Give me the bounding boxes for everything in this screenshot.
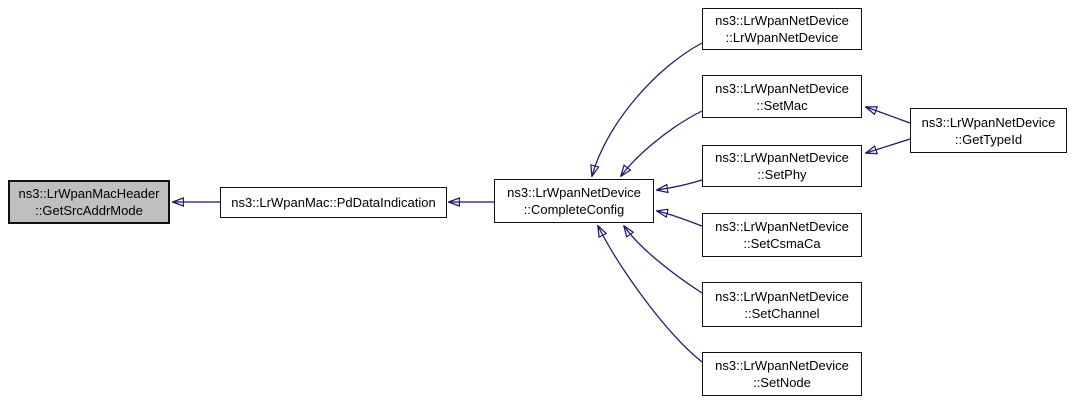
- node-label-line: ::SetMac: [756, 97, 808, 113]
- node-label-line: ::SetCsmaCa: [743, 236, 821, 251]
- node-label-line: ns3::LrWpanNetDevice: [507, 185, 641, 200]
- node-label-line: ::GetSrcAddrMode: [35, 203, 143, 218]
- node-setchannel[interactable]: ns3::LrWpanNetDevice ::SetChannel: [702, 282, 862, 327]
- node-gettypeid[interactable]: ns3::LrWpanNetDevice ::GetTypeId: [910, 108, 1067, 153]
- node-setphy[interactable]: ns3::LrWpanNetDevice ::SetPhy: [702, 145, 862, 187]
- node-label-line: ns3::LrWpanNetDevice: [715, 80, 849, 96]
- node-label-line: ::LrWpanNetDevice: [725, 30, 839, 45]
- edge-setchannel-to-completeconfig: [624, 226, 703, 294]
- node-label-line: ::CompleteConfig: [523, 202, 625, 217]
- node-setcsmaca[interactable]: ns3::LrWpanNetDevice ::SetCsmaCa: [702, 213, 862, 257]
- node-setmac[interactable]: ns3::LrWpanNetDevice ::SetMac: [702, 75, 862, 118]
- node-completeconfig[interactable]: ns3::LrWpanNetDevice ::CompleteConfig: [494, 179, 654, 223]
- edge-lrwpannetdevice-ctor-to-completeconfig: [592, 42, 703, 176]
- node-pddataindication[interactable]: ns3::LrWpanMac::PdDataIndication: [220, 187, 447, 218]
- edge-setphy-to-completeconfig: [657, 179, 703, 190]
- node-label-line: ns3::LrWpanNetDevice: [715, 13, 849, 28]
- node-label-line: ns3::LrWpanNetDevice: [715, 150, 849, 165]
- edge-gettypeid-to-setphy: [866, 138, 911, 153]
- node-lrwpannetdevice-constructor[interactable]: ns3::LrWpanNetDevice ::LrWpanNetDevice: [702, 8, 862, 50]
- node-label-line: ns3::LrWpanNetDevice: [921, 114, 1056, 130]
- edge-setnode-to-completeconfig: [598, 226, 703, 363]
- node-label-line: ns3::LrWpanMac::PdDataIndication: [231, 195, 436, 210]
- node-label-line: ns3::LrWpanMacHeader: [18, 186, 160, 201]
- edge-gettypeid-to-setmac: [866, 107, 911, 124]
- node-setnode[interactable]: ns3::LrWpanNetDevice ::SetNode: [702, 352, 862, 396]
- node-label-line: ::SetPhy: [757, 167, 807, 182]
- node-label-line: ns3::LrWpanNetDevice: [715, 358, 849, 373]
- node-label-line: ::SetChannel: [744, 305, 820, 321]
- edge-setcsmaca-to-completeconfig: [657, 211, 703, 227]
- edge-setmac-to-completeconfig: [621, 110, 703, 176]
- node-getsrcaddrmode[interactable]: ns3::LrWpanMacHeader ::GetSrcAddrMode: [8, 180, 170, 224]
- node-label-line: ns3::LrWpanNetDevice: [715, 288, 849, 304]
- node-label-line: ::SetNode: [753, 375, 811, 390]
- node-label-line: ns3::LrWpanNetDevice: [715, 219, 849, 234]
- node-label-line: ::GetTypeId: [954, 131, 1023, 147]
